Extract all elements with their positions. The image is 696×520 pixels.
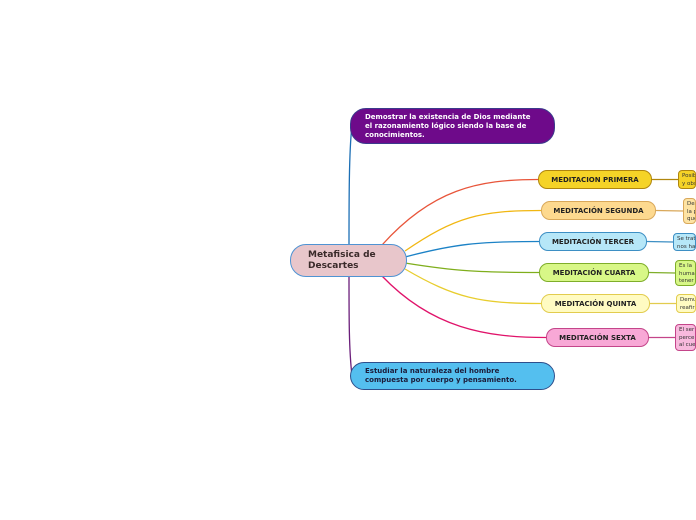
meditation-detail-text-5-2: reafir [680, 304, 695, 311]
meditation-label-1: MEDITACION PRIMERA [551, 175, 639, 184]
meditation-detail-text-2-2: la p [687, 208, 695, 215]
meditation-label-3: MEDITACIÓN TERCER [551, 237, 635, 246]
meditation-detail-text-4-2: huma [679, 270, 695, 277]
topic-human-nature[interactable]: Estudiar la naturaleza del hombre compue… [350, 362, 555, 390]
meditation-node-4[interactable]: MEDITACIÓN CUARTA [539, 263, 649, 282]
meditation-detail-text-4-3: tener [679, 278, 694, 284]
meditation-detail-2[interactable]: Desla pque [683, 198, 696, 224]
central-topic-label: Metafisica de Descartes [308, 249, 376, 271]
topic-existence-of-god-label: Demostrar la existencia de Dios mediante… [365, 112, 531, 139]
meditation-detail-text-4-1: Es la [679, 263, 692, 269]
meditation-detail-text-2-3: que [687, 216, 695, 222]
connector-meditation-3 [404, 240, 540, 258]
meditation-label-6: MEDITACIÓN SEXTA [559, 333, 636, 342]
connector-meditation-5 [404, 268, 542, 305]
meditation-detail-text-1-1: Posib [682, 173, 696, 179]
meditation-detail-text-3-2: nos ha [677, 243, 696, 250]
meditation-detail-text-6-2: perce [679, 334, 695, 341]
meditation-node-5[interactable]: MEDITACIÓN QUINTA [541, 294, 650, 313]
topic-human-nature-label: Estudiar la naturaleza del hombre compue… [365, 367, 517, 384]
connector-meditation-2 [404, 209, 542, 252]
connector-meditation-4 [404, 262, 540, 274]
meditation-node-2[interactable]: MEDITACIÓN SEGUNDA [541, 201, 656, 220]
connector-leaf-2 [655, 209, 684, 212]
meditation-node-6[interactable]: MEDITACIÓN SEXTA [546, 328, 649, 347]
meditation-detail-text-2-1: Des [687, 201, 695, 207]
meditation-label-5: MEDITACIÓN QUINTA [554, 299, 637, 308]
connector-meditation-1 [381, 178, 539, 246]
connector-top-note [348, 125, 353, 251]
connector-meditation-6 [381, 275, 547, 339]
meditation-detail-text-5-1: Demu [680, 297, 696, 303]
meditation-label-4: MEDITACIÓN CUARTA [552, 268, 636, 277]
meditation-detail-text-6-3: al cue [679, 342, 696, 348]
meditation-detail-text-6-1: El ser [679, 327, 695, 333]
meditation-detail-text-1-2: y obs [682, 180, 696, 187]
meditation-detail-text-3-1: Se trat [677, 236, 696, 242]
connector-bottom-note [348, 271, 353, 377]
connector-leaf-4 [648, 271, 676, 274]
topic-existence-of-god[interactable]: Demostrar la existencia de Dios mediante… [350, 108, 555, 144]
meditation-label-2: MEDITACIÓN SEGUNDA [553, 206, 644, 215]
meditation-node-1[interactable]: MEDITACION PRIMERA [538, 170, 652, 189]
connector-leaf-3 [646, 240, 674, 243]
central-topic[interactable]: Metafisica de Descartes [290, 244, 407, 277]
meditation-node-3[interactable]: MEDITACIÓN TERCER [539, 232, 647, 251]
